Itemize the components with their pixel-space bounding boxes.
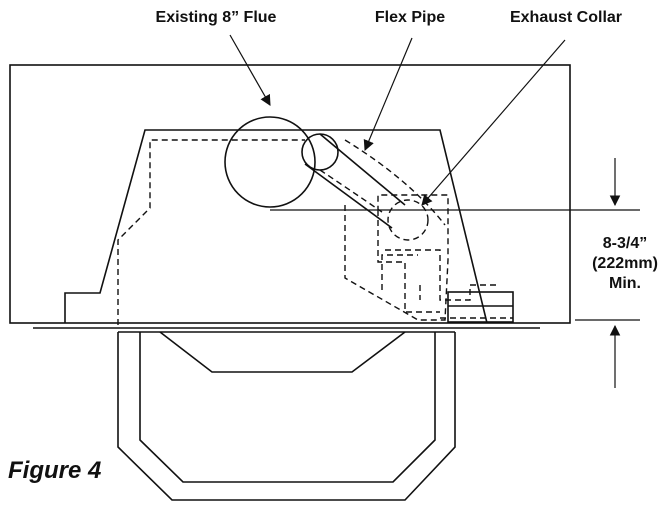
dimension-value: 8-3/4” xyxy=(603,235,647,252)
flex-pipe-line-lower xyxy=(304,163,393,229)
dimension-min: Min. xyxy=(609,275,641,292)
hidden-internal-box-inner xyxy=(377,210,440,313)
hidden-firebox-outline xyxy=(117,139,305,325)
flex-pipe-leader xyxy=(363,37,413,151)
existing-flue-label: Existing 8” Flue xyxy=(156,9,277,26)
figure-caption: Figure 4 xyxy=(8,457,101,484)
flex-pipe-top-circle xyxy=(301,133,339,171)
exhaust-collar-leader xyxy=(421,39,566,206)
dimension-metric: (222mm) xyxy=(592,255,658,272)
hidden-internal-steps xyxy=(385,249,500,301)
exhaust-collar-label: Exhaust Collar xyxy=(510,9,622,26)
exhaust-collar-circle xyxy=(387,199,429,241)
fireplace-enclosure xyxy=(9,64,571,324)
surround-outer xyxy=(117,332,456,501)
insert-outline xyxy=(64,129,488,324)
hidden-flex-pipe-arc xyxy=(344,139,446,226)
existing-flue-circle xyxy=(224,116,316,208)
flex-pipe-line-upper xyxy=(319,133,406,206)
flex-pipe-label: Flex Pipe xyxy=(375,9,445,26)
surround-inner xyxy=(139,332,436,483)
existing-flue-leader xyxy=(229,34,271,106)
hidden-right-side xyxy=(381,254,421,300)
blower-housing xyxy=(447,291,514,323)
hidden-internal-box-outer xyxy=(344,194,449,321)
hidden-flex-pipe-inner xyxy=(319,169,383,213)
firebox-opening xyxy=(159,331,406,373)
